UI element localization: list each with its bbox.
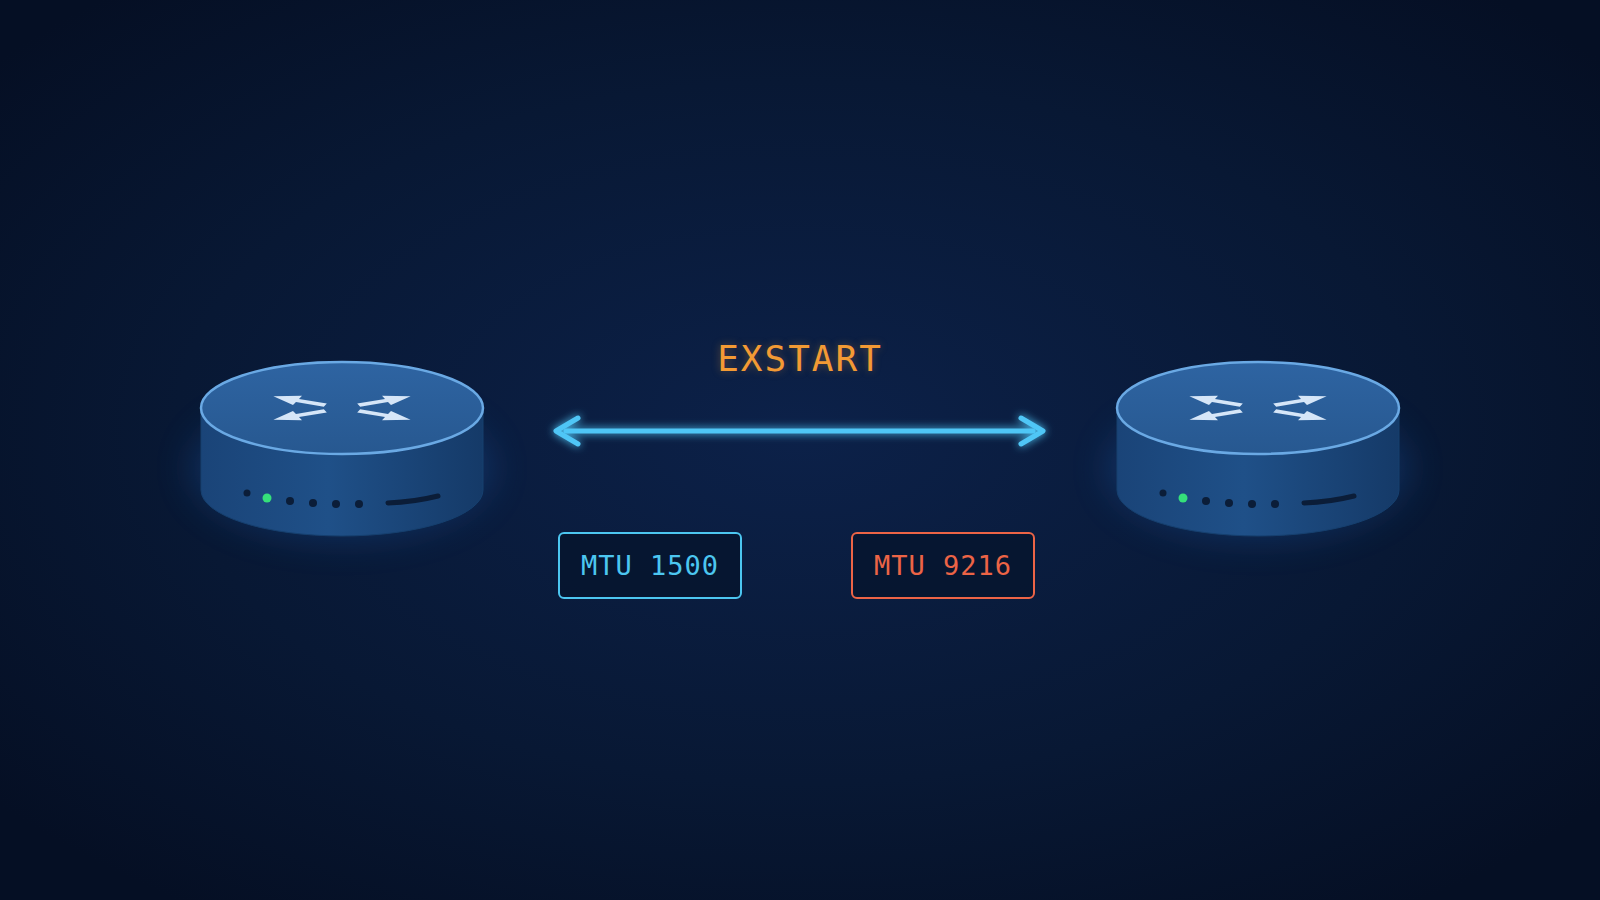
- mtu-value: MTU 9216: [874, 550, 1012, 581]
- double-arrow: [556, 418, 1043, 444]
- mtu-box: MTU 1500: [558, 532, 742, 599]
- mtu-value: MTU 1500: [581, 550, 719, 581]
- router-icon: [1108, 362, 1408, 538]
- mtu-box: MTU 9216: [851, 532, 1035, 599]
- router-icon: [192, 362, 492, 538]
- state-label: EXSTART: [717, 338, 883, 379]
